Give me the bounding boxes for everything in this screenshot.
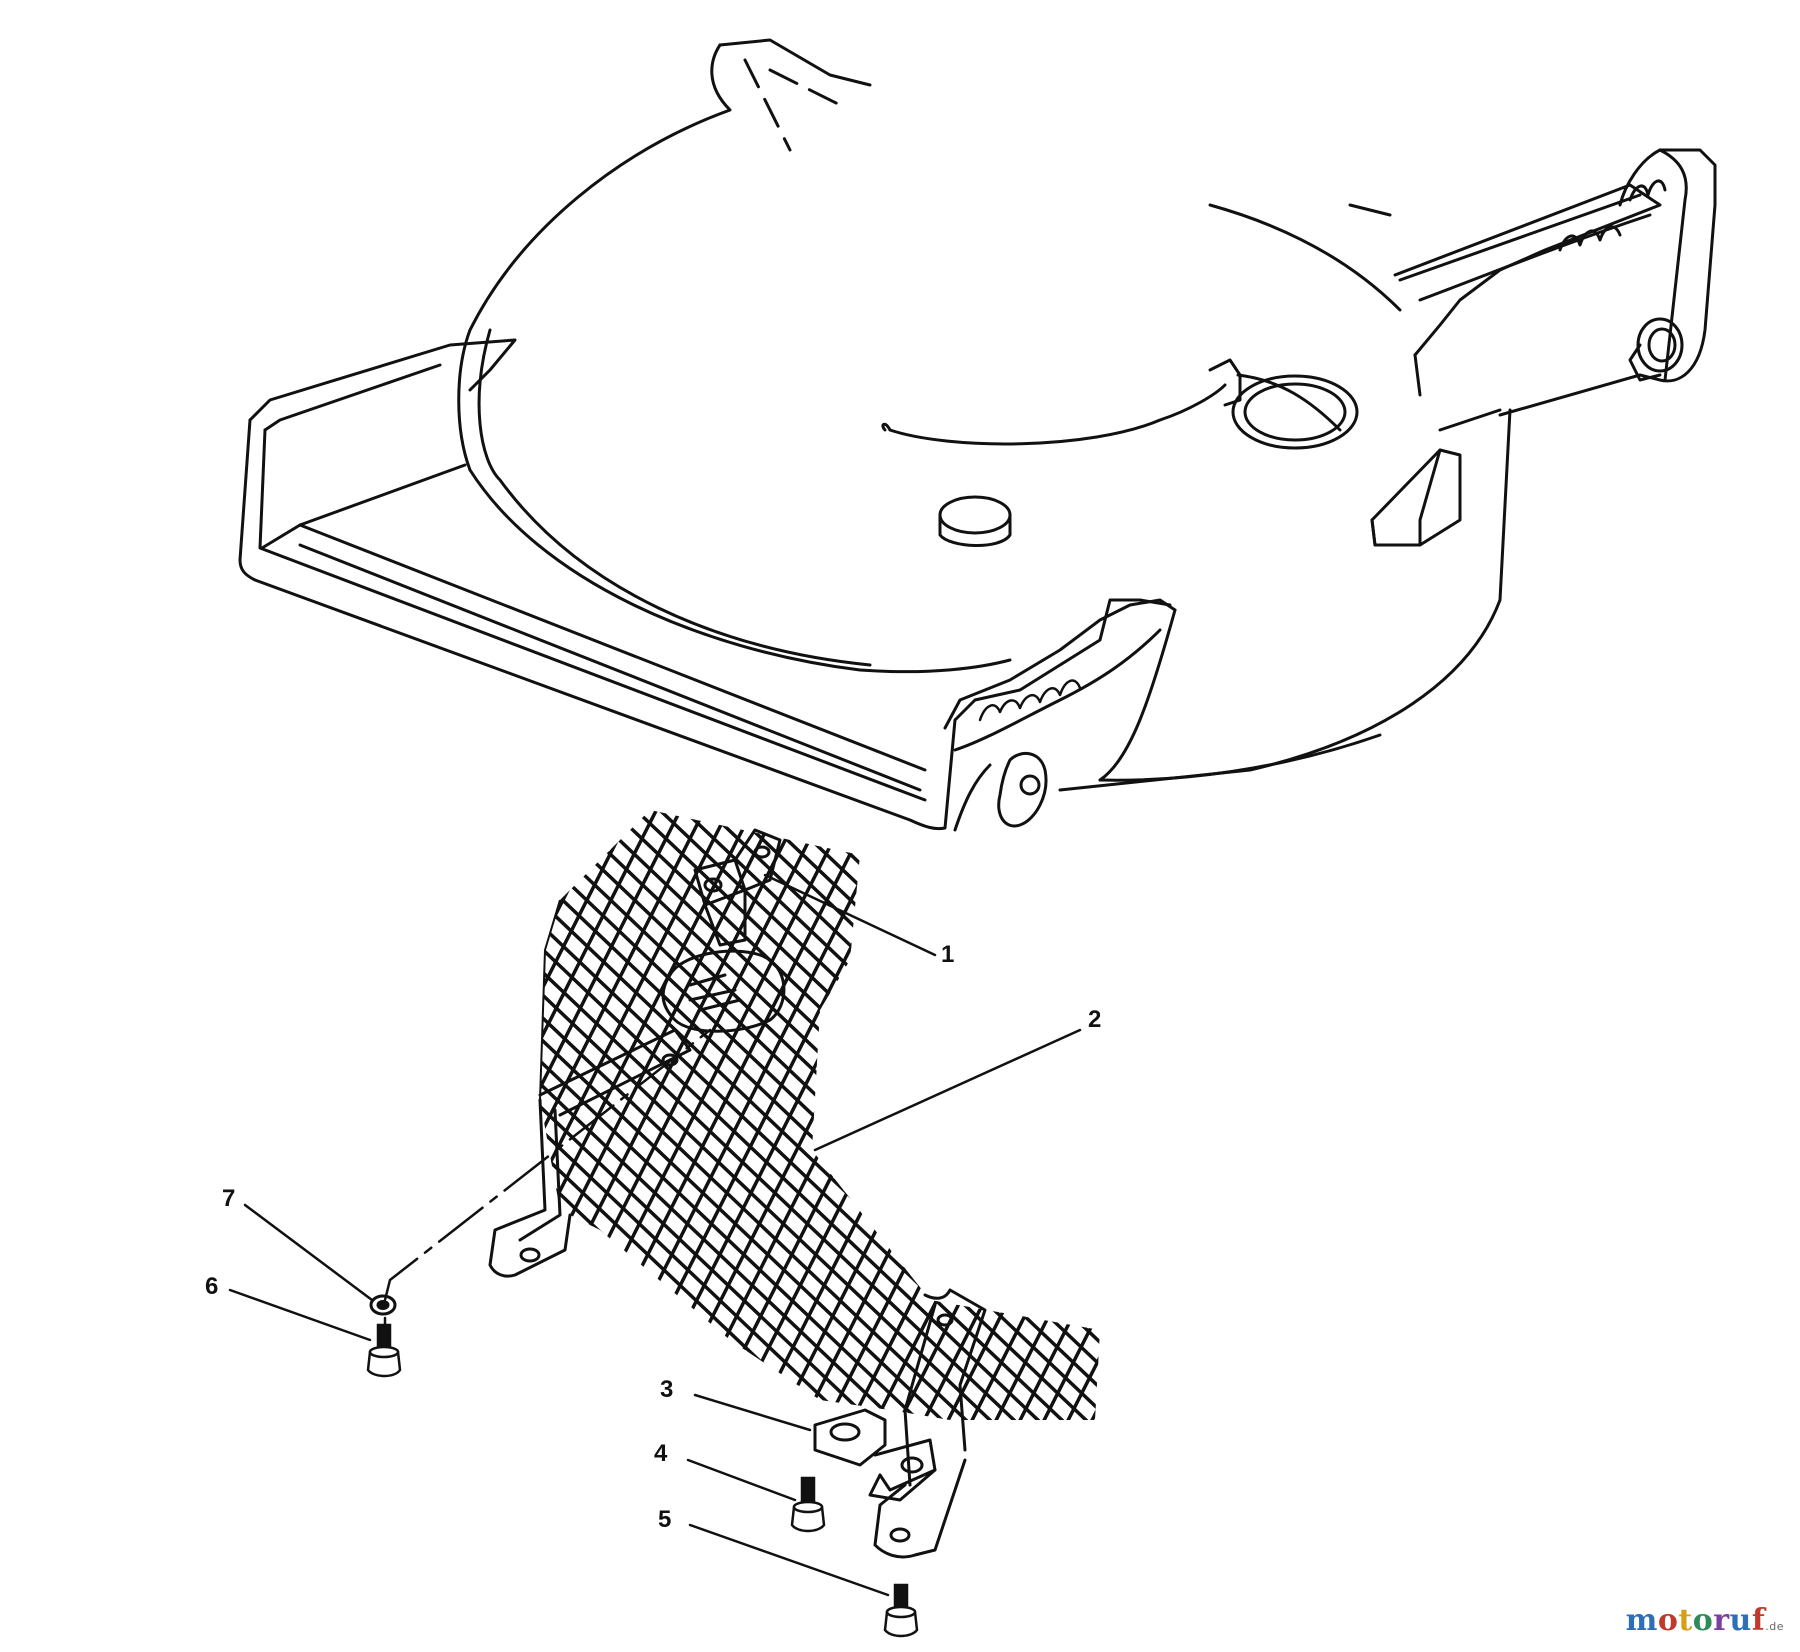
- screw-part-6: [366, 1323, 402, 1378]
- watermark-letter: f: [1751, 1603, 1766, 1638]
- callout-4: 4: [654, 1440, 668, 1467]
- callout-2: 2: [1088, 1006, 1102, 1033]
- mower-deck-housing: [238, 38, 1717, 832]
- top-bracket-part-1: [693, 828, 782, 947]
- leader-lines: [228, 873, 1082, 1597]
- screw-part-5: [883, 1583, 919, 1638]
- callout-1: 1: [941, 941, 955, 968]
- watermark-letter: o: [1692, 1603, 1714, 1638]
- callout-5: 5: [658, 1506, 672, 1533]
- watermark-letter: u: [1729, 1603, 1752, 1638]
- watermark-letter: r: [1713, 1603, 1730, 1638]
- watermark-letter: m: [1625, 1603, 1658, 1638]
- clamp-bracket-part-3: [813, 1408, 937, 1502]
- mesh-shield: [539, 810, 1100, 1420]
- watermark-letter: t: [1678, 1603, 1693, 1638]
- mesh-frame: [488, 828, 987, 1559]
- watermark-letter: o: [1657, 1603, 1679, 1638]
- screw-part-4: [790, 1476, 826, 1533]
- watermark-logo: motoruf.de: [1626, 1603, 1784, 1638]
- watermark-suffix: .de: [1765, 1620, 1784, 1633]
- callout-6: 6: [205, 1273, 219, 1300]
- callout-7: 7: [222, 1185, 236, 1212]
- washer-part-7: [369, 1294, 397, 1316]
- callout-3: 3: [660, 1376, 674, 1403]
